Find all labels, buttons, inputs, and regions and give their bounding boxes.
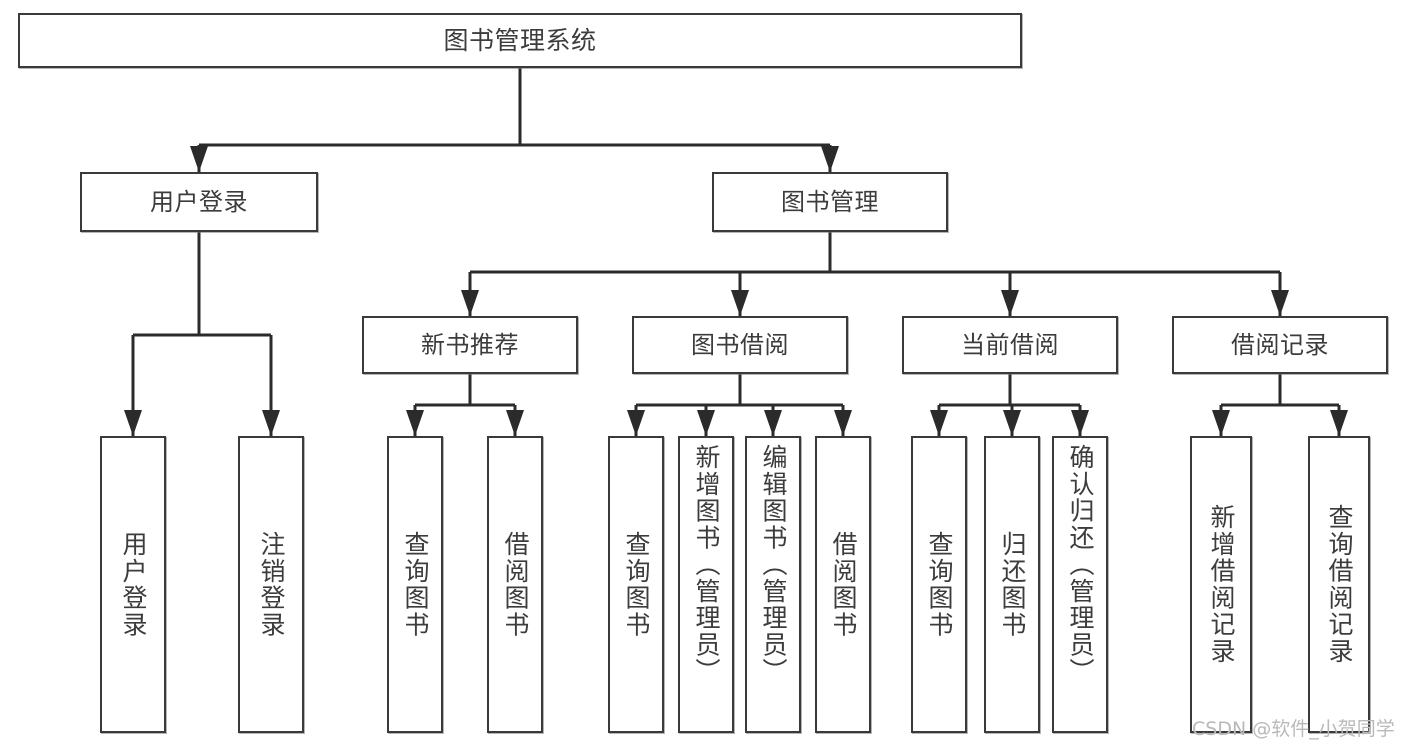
node-leaf-user-login-label: 用户登录 xyxy=(119,531,148,638)
node-leaf-query-record[interactable]: 查询借阅记录 xyxy=(1308,436,1370,733)
node-leaf-query-book-2[interactable]: 查询图书 xyxy=(608,436,664,733)
csdn-watermark: CSDN @软件_小贺同学 xyxy=(1192,718,1395,740)
node-user-login-label: 用户登录 xyxy=(150,187,248,216)
node-borrow-record[interactable]: 借阅记录 xyxy=(1172,316,1388,374)
node-leaf-confirm-return[interactable]: 确认归还（管理员） xyxy=(1052,436,1108,733)
node-book-manage-label: 图书管理 xyxy=(781,187,879,216)
node-leaf-confirm-return-label: 确认归还（管理员） xyxy=(1066,444,1095,685)
node-leaf-borrow-book-1[interactable]: 借阅图书 xyxy=(487,436,543,733)
node-leaf-borrow-book-2[interactable]: 借阅图书 xyxy=(815,436,871,733)
node-leaf-add-record[interactable]: 新增借阅记录 xyxy=(1190,436,1252,733)
node-leaf-borrow-book-2-label: 借阅图书 xyxy=(829,531,858,638)
node-leaf-query-record-label: 查询借阅记录 xyxy=(1325,504,1354,665)
node-leaf-query-book-2-label: 查询图书 xyxy=(622,531,651,638)
node-leaf-return-book[interactable]: 归还图书 xyxy=(984,436,1040,733)
node-leaf-edit-book-label: 编辑图书（管理员） xyxy=(759,444,788,685)
node-leaf-user-logout[interactable]: 注销登录 xyxy=(238,436,304,733)
node-new-book-rec[interactable]: 新书推荐 xyxy=(362,316,578,374)
node-leaf-add-book-label: 新增图书（管理员） xyxy=(692,444,721,685)
node-book-borrow[interactable]: 图书借阅 xyxy=(632,316,848,374)
node-leaf-query-book-1[interactable]: 查询图书 xyxy=(387,436,443,733)
node-current-borrow[interactable]: 当前借阅 xyxy=(902,316,1118,374)
node-root-label: 图书管理系统 xyxy=(443,25,597,55)
node-book-manage[interactable]: 图书管理 xyxy=(712,172,948,232)
node-leaf-borrow-book-1-label: 借阅图书 xyxy=(501,531,530,638)
node-leaf-query-book-1-label: 查询图书 xyxy=(401,531,430,638)
node-user-login[interactable]: 用户登录 xyxy=(80,172,318,232)
node-leaf-user-logout-label: 注销登录 xyxy=(257,531,286,638)
node-leaf-return-book-label: 归还图书 xyxy=(998,531,1027,638)
node-book-borrow-label: 图书借阅 xyxy=(691,330,789,359)
node-new-book-rec-label: 新书推荐 xyxy=(421,330,519,359)
node-leaf-query-book-3[interactable]: 查询图书 xyxy=(911,436,967,733)
node-leaf-query-book-3-label: 查询图书 xyxy=(925,531,954,638)
node-leaf-add-book[interactable]: 新增图书（管理员） xyxy=(678,436,734,733)
node-leaf-user-login[interactable]: 用户登录 xyxy=(100,436,166,733)
node-borrow-record-label: 借阅记录 xyxy=(1231,330,1329,359)
node-current-borrow-label: 当前借阅 xyxy=(961,330,1059,359)
node-leaf-edit-book[interactable]: 编辑图书（管理员） xyxy=(745,436,801,733)
node-leaf-add-record-label: 新增借阅记录 xyxy=(1207,504,1236,665)
node-root[interactable]: 图书管理系统 xyxy=(18,13,1022,68)
